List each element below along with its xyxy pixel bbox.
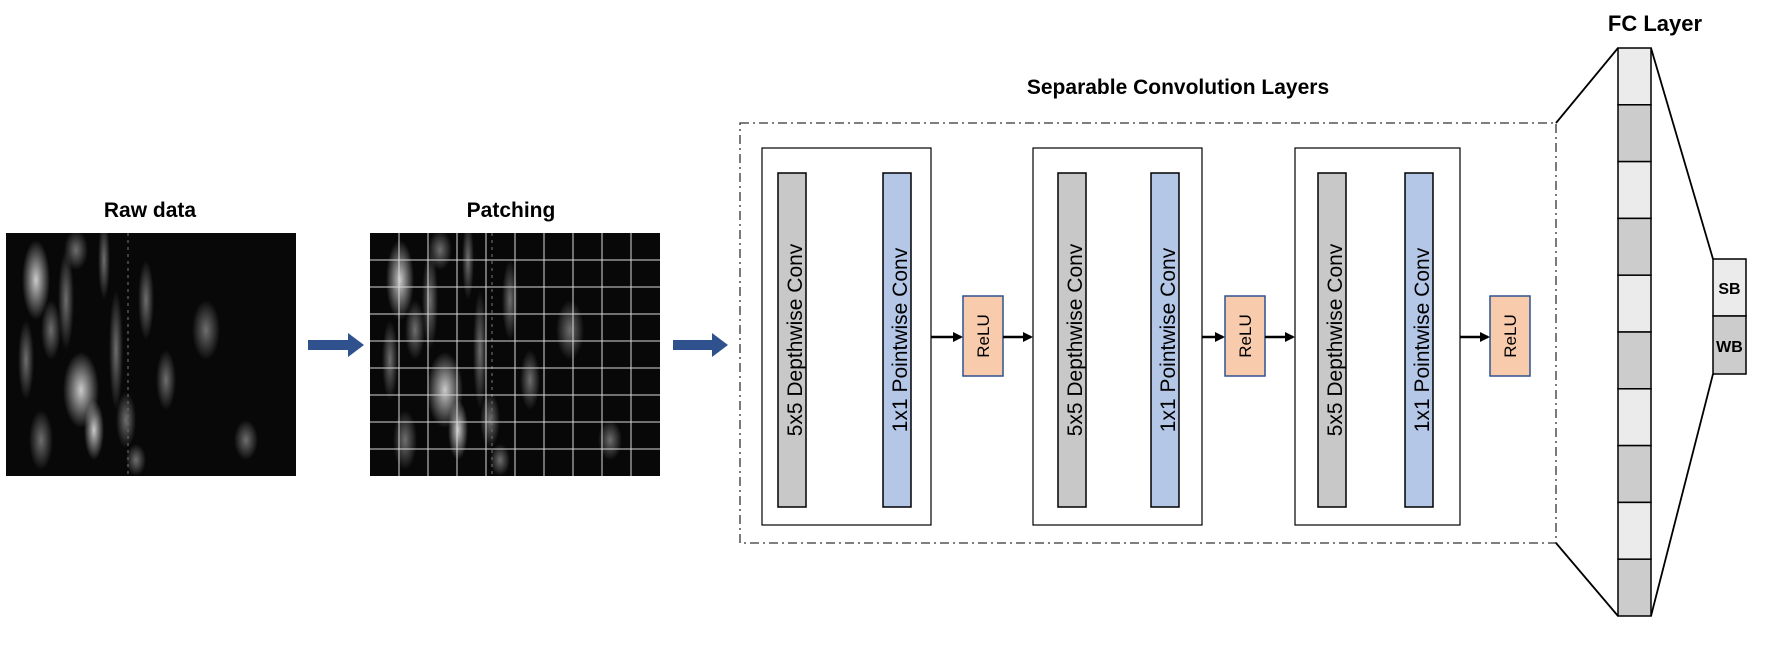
fc-neuron-cell <box>1617 47 1652 106</box>
raw-data-label: Raw data <box>104 199 197 222</box>
output-sb-cell <box>1712 258 1747 317</box>
relu-label: ReLU <box>1236 314 1255 357</box>
depthwise-conv-layer <box>1057 172 1087 508</box>
pointwise-conv-label: 1x1 Pointwise Conv <box>1157 247 1180 432</box>
patch-grid <box>370 233 660 476</box>
output-wb-label: WB <box>1716 339 1743 356</box>
fc-neuron-cell <box>1617 104 1652 163</box>
fc-neuron-cell <box>1617 160 1652 220</box>
fc-layer <box>1617 47 1652 617</box>
fc-layer-title: FC Layer <box>1608 11 1703 36</box>
patching-label: Patching <box>467 199 556 222</box>
pointwise-conv-layer <box>882 172 912 508</box>
fc-neuron-cell <box>1617 388 1652 447</box>
separable-conv-container <box>739 122 1557 544</box>
pointwise-conv-layer <box>1150 172 1180 508</box>
output-wb-cell <box>1712 315 1747 375</box>
relu-label: ReLU <box>974 314 993 357</box>
depthwise-conv-layer <box>777 172 807 508</box>
patching-image <box>370 233 660 476</box>
right-arrow-icon <box>673 333 728 357</box>
fc-neuron-cell <box>1617 217 1652 276</box>
right-arrow-icon <box>308 333 364 357</box>
pointwise-conv-label: 1x1 Pointwise Conv <box>889 247 912 432</box>
projection-lines <box>1555 47 1714 617</box>
conv-block-2: 5x5 Depthwise Conv 1x1 Pointwise Conv <box>1032 147 1203 526</box>
output-layer: SB WB <box>1712 258 1747 375</box>
output-sb-label: SB <box>1718 281 1740 298</box>
relu-block-2: ReLU <box>1224 295 1266 377</box>
separable-conv-title: Separable Convolution Layers <box>1027 76 1329 99</box>
fc-neuron-cell <box>1617 331 1652 390</box>
fc-neuron-cell <box>1617 558 1652 617</box>
fc-neuron-cell <box>1617 501 1652 560</box>
fc-neuron-cell <box>1617 444 1652 504</box>
depthwise-conv-layer <box>1317 172 1347 508</box>
fc-neuron-cell <box>1617 274 1652 333</box>
raw-data-image <box>6 233 296 476</box>
conv-block-3: 5x5 Depthwise Conv 1x1 Pointwise Conv <box>1294 147 1461 526</box>
depthwise-conv-label: 5x5 Depthwise Conv <box>1064 243 1087 436</box>
relu-label: ReLU <box>1501 314 1520 357</box>
depthwise-conv-label: 5x5 Depthwise Conv <box>1324 243 1347 436</box>
pointwise-conv-layer <box>1404 172 1434 508</box>
pointwise-conv-label: 1x1 Pointwise Conv <box>1411 247 1434 432</box>
relu-block-3: ReLU <box>1489 295 1531 377</box>
relu-block-1: ReLU <box>962 295 1004 377</box>
conv-block-1: 5x5 Depthwise Conv 1x1 Pointwise Conv <box>761 147 932 526</box>
depthwise-conv-label: 5x5 Depthwise Conv <box>784 243 807 436</box>
